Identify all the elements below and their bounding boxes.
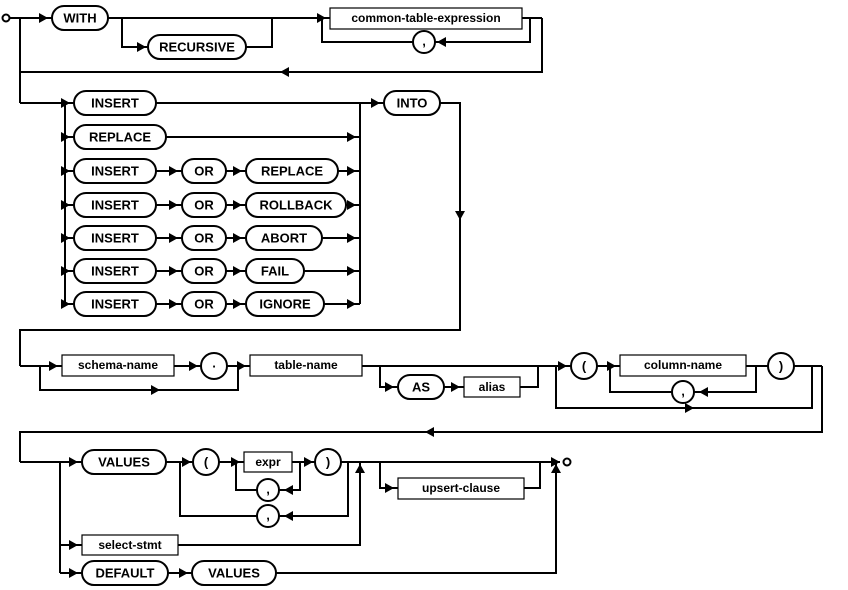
literal-dot bbox=[200, 352, 228, 380]
keyword-values-label: VALUES bbox=[98, 455, 150, 470]
nonterminal-common-table-expression[interactable] bbox=[329, 7, 523, 30]
keyword-or bbox=[181, 192, 227, 218]
keyword-or-label: OR bbox=[194, 164, 214, 179]
literal-open-paren-values bbox=[192, 448, 220, 476]
literal-close-paren-columns bbox=[767, 352, 795, 380]
nonterminal-upsert-clause[interactable] bbox=[397, 477, 525, 500]
keyword-insert-label: INSERT bbox=[91, 96, 139, 111]
keyword-fail bbox=[245, 258, 305, 284]
keyword-as bbox=[397, 374, 445, 400]
keyword-or-label: OR bbox=[194, 231, 214, 246]
literal-dot-label: . bbox=[212, 356, 216, 371]
keyword-values-label: VALUES bbox=[208, 566, 260, 581]
keyword-rollback bbox=[245, 192, 347, 218]
keyword-with bbox=[51, 5, 109, 31]
keyword-insert bbox=[73, 192, 157, 218]
keyword-recursive-label: RECURSIVE bbox=[159, 40, 235, 55]
keyword-insert-label: INSERT bbox=[91, 231, 139, 246]
down-arrow-icons bbox=[455, 211, 465, 220]
diagram-start-node bbox=[1, 13, 11, 23]
literal-comma-cte-loop-label: , bbox=[422, 34, 426, 49]
keyword-replace-label: REPLACE bbox=[261, 164, 323, 179]
nonterminal-expr-label[interactable]: expr bbox=[255, 455, 281, 469]
literal-comma-expr-loop bbox=[256, 478, 280, 502]
literal-close-paren-values-label: ) bbox=[326, 455, 330, 470]
literal-open-paren-values-label: ( bbox=[204, 455, 209, 470]
literal-open-paren-columns bbox=[570, 352, 598, 380]
nonterminal-alias[interactable] bbox=[463, 376, 521, 398]
keyword-replace bbox=[73, 124, 167, 150]
keyword-into bbox=[383, 90, 441, 116]
nonterminal-column-name-label[interactable]: column-name bbox=[644, 358, 722, 372]
keyword-abort-label: ABORT bbox=[261, 231, 307, 246]
keyword-insert bbox=[73, 258, 157, 284]
keyword-ignore-label: IGNORE bbox=[259, 297, 311, 312]
keyword-insert bbox=[73, 291, 157, 317]
nonterminal-select-stmt[interactable] bbox=[81, 534, 179, 556]
literal-comma-values-loop-label: , bbox=[266, 508, 270, 523]
keyword-as-label: AS bbox=[412, 380, 430, 395]
nonterminal-schema-name-label[interactable]: schema-name bbox=[78, 358, 158, 372]
literal-close-paren-columns-label: ) bbox=[779, 359, 783, 374]
literal-comma-values-loop bbox=[256, 504, 280, 528]
keyword-insert-label: INSERT bbox=[91, 264, 139, 279]
keyword-values bbox=[81, 449, 167, 475]
literal-open-paren-columns-label: ( bbox=[582, 359, 587, 374]
keyword-or bbox=[181, 158, 227, 184]
keyword-with-label: WITH bbox=[63, 11, 96, 26]
literal-comma-cte-loop bbox=[412, 30, 436, 54]
nonterminal-common-table-expression-label[interactable]: common-table-expression bbox=[351, 11, 500, 25]
keyword-or bbox=[181, 225, 227, 251]
literal-comma-expr-loop-label: , bbox=[266, 482, 270, 497]
literal-close-paren-values bbox=[314, 448, 342, 476]
keyword-insert-label: INSERT bbox=[91, 164, 139, 179]
keyword-insert bbox=[73, 90, 157, 116]
nonterminal-upsert-clause-label[interactable]: upsert-clause bbox=[422, 481, 500, 495]
nonterminal-schema-name[interactable] bbox=[61, 354, 175, 377]
left-arrow-icons bbox=[280, 37, 708, 521]
keyword-values bbox=[191, 560, 277, 586]
keyword-or bbox=[181, 258, 227, 284]
keyword-abort bbox=[245, 225, 323, 251]
keyword-or-label: OR bbox=[194, 264, 214, 279]
nonterminal-column-name[interactable] bbox=[619, 354, 747, 377]
keyword-or bbox=[181, 291, 227, 317]
keyword-fail-label: FAIL bbox=[261, 264, 289, 279]
keyword-insert-label: INSERT bbox=[91, 297, 139, 312]
keyword-insert-label: INSERT bbox=[91, 198, 139, 213]
literal-comma-column-loop-label: , bbox=[681, 384, 685, 399]
keyword-default-label: DEFAULT bbox=[96, 566, 155, 581]
keyword-into-label: INTO bbox=[397, 96, 428, 111]
keyword-rollback-label: ROLLBACK bbox=[260, 198, 334, 213]
keyword-replace-label: REPLACE bbox=[89, 130, 151, 145]
diagram-end-node bbox=[562, 457, 572, 467]
keyword-replace bbox=[245, 158, 339, 184]
keyword-or-label: OR bbox=[194, 198, 214, 213]
nonterminal-alias-label[interactable]: alias bbox=[479, 380, 506, 394]
keyword-ignore bbox=[245, 291, 325, 317]
keyword-insert bbox=[73, 225, 157, 251]
keyword-default bbox=[81, 560, 169, 586]
nonterminal-expr[interactable] bbox=[243, 451, 293, 473]
literal-comma-column-loop bbox=[671, 380, 695, 404]
nonterminal-table-name[interactable] bbox=[249, 354, 363, 377]
keyword-or-label: OR bbox=[194, 297, 214, 312]
nonterminal-table-name-label[interactable]: table-name bbox=[274, 358, 338, 372]
keyword-recursive bbox=[147, 34, 247, 60]
nonterminal-select-stmt-label[interactable]: select-stmt bbox=[98, 538, 161, 552]
up-arrow-icons bbox=[355, 464, 561, 473]
keyword-insert bbox=[73, 158, 157, 184]
